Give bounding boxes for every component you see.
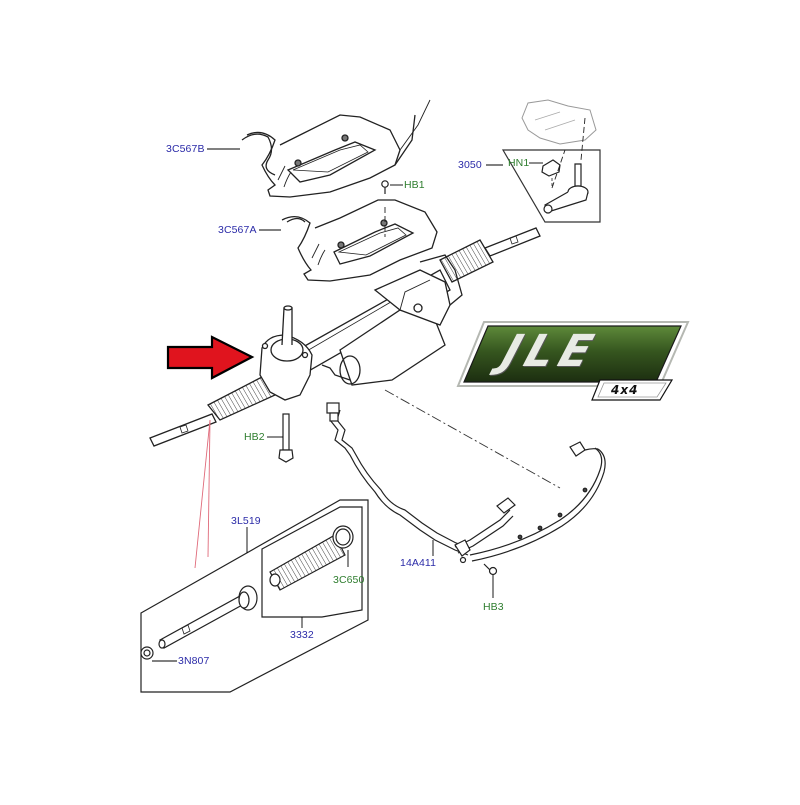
- label-hn1: HN1: [508, 157, 530, 169]
- logo-main-text: JLE: [495, 326, 605, 377]
- label-3c567b: 3C567B: [166, 143, 205, 155]
- label-3c567a: 3C567A: [218, 224, 257, 236]
- label-3n807: 3N807: [178, 655, 210, 667]
- label-3050: 3050: [458, 159, 482, 171]
- red-arrow-icon: [166, 335, 255, 380]
- label-14a411: 14A411: [400, 557, 437, 569]
- label-hb3: HB3: [483, 601, 504, 613]
- reference-lines: [194, 419, 211, 569]
- bolt-hb3: [483, 563, 498, 576]
- steering-rack: [149, 227, 541, 447]
- wiring-harness: [326, 402, 606, 564]
- jle-4x4-logo: [456, 321, 690, 401]
- logo-sub-text: 4x4: [611, 383, 639, 397]
- label-hb2: HB2: [244, 431, 265, 443]
- label-3332: 3332: [290, 629, 314, 641]
- label-3l519: 3L519: [231, 515, 261, 527]
- label-3c650: 3C650: [333, 574, 365, 586]
- assembly-centerline: [384, 389, 561, 489]
- bolt-hb2: [278, 413, 294, 463]
- leader-lines: [152, 148, 543, 662]
- heat-shield-lower: [281, 199, 438, 282]
- bolt-hb1: [381, 180, 389, 237]
- outer-tie-rod-end: [501, 99, 601, 223]
- heat-shield-upper: [241, 99, 431, 198]
- label-hb1: HB1: [404, 179, 425, 191]
- inner-tie-rod-kit: [140, 499, 369, 693]
